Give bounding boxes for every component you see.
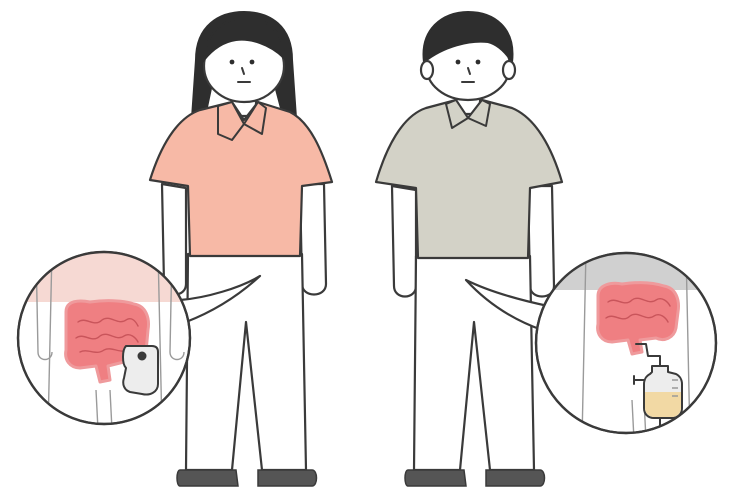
- man-figure: [376, 12, 562, 486]
- man-right-arm: [528, 186, 554, 297]
- woman-right-arm: [300, 184, 326, 295]
- man-left-arm: [392, 186, 416, 297]
- man-right-ear: [503, 61, 515, 79]
- woman-left-shoe: [177, 470, 238, 486]
- left-inset-stoma-icon: [138, 352, 147, 361]
- man-left-eye: [456, 60, 461, 65]
- woman-figure: [150, 12, 332, 486]
- man-right-shoe: [486, 470, 545, 486]
- woman-left-eye: [230, 60, 235, 65]
- man-left-ear: [421, 61, 433, 79]
- woman-right-shoe: [258, 470, 317, 486]
- woman-right-eye: [250, 60, 255, 65]
- man-right-eye: [476, 60, 481, 65]
- man-left-shoe: [405, 470, 466, 486]
